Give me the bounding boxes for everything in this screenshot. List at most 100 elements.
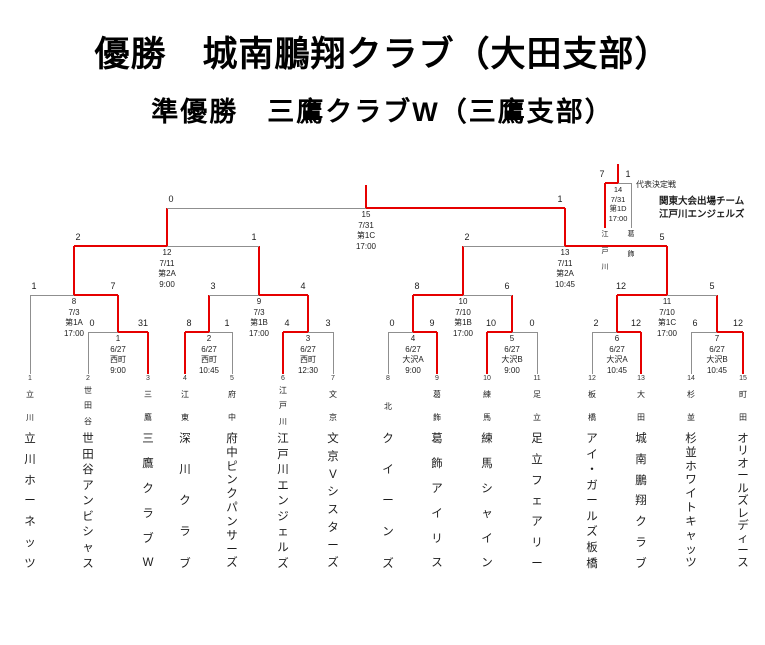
match-12-label-match-number: 12 bbox=[162, 248, 172, 257]
team-15-number: 15 bbox=[739, 375, 747, 382]
team-8-number: 8 bbox=[386, 375, 390, 382]
playoff-label-block-match-number: 14 bbox=[613, 185, 623, 194]
match-15-right-score: 1 bbox=[557, 194, 563, 204]
match-7-label-match-number: 7 bbox=[714, 334, 720, 343]
match-4-right-score: 9 bbox=[429, 318, 435, 328]
match-12-winner-riser bbox=[166, 208, 168, 246]
runner-up-title: 準優勝 三鷹クラブW（三鷹支部） bbox=[151, 97, 614, 127]
match-1-label-match-date: 6/27 bbox=[110, 344, 126, 354]
match-9-label-match-time: 17:00 bbox=[248, 328, 270, 338]
team-12-name: アイ・ガールズ板橋 bbox=[586, 433, 598, 570]
team-11-ward: 足立 bbox=[533, 389, 541, 423]
match-3-left-score: 4 bbox=[284, 318, 290, 328]
playoff-label-block-match-venue: 第1D bbox=[609, 204, 627, 213]
match-5-right-score: 0 bbox=[529, 318, 535, 328]
match-6-bar-right bbox=[617, 331, 641, 333]
team-6-number: 6 bbox=[281, 375, 285, 382]
match-10-label-match-time: 17:00 bbox=[452, 328, 474, 338]
match-9-right-score: 4 bbox=[300, 281, 306, 291]
match-2-label-match-venue: 西町 bbox=[201, 355, 217, 364]
match-6-bar-left bbox=[592, 331, 617, 333]
match-5-label-match-date: 6/27 bbox=[504, 344, 520, 354]
team-13-name: 城南鵬翔クラブ bbox=[635, 433, 647, 570]
match-5-bar-right bbox=[512, 331, 537, 333]
match-8-bar-left bbox=[30, 294, 74, 296]
match-6-right-score: 12 bbox=[630, 318, 642, 328]
match-4-label-match-venue: 大沢A bbox=[402, 355, 424, 364]
match-8-label-match-time: 17:00 bbox=[63, 328, 85, 338]
match-15-bar-left bbox=[167, 207, 366, 209]
match-6-label-match-date: 6/27 bbox=[609, 344, 625, 354]
match-2-bar-right bbox=[209, 331, 232, 333]
match-1-right-score: 31 bbox=[137, 318, 149, 328]
team-6-name: 江戸川エンジェルズ bbox=[277, 433, 289, 570]
match-11-winner-riser bbox=[666, 246, 668, 295]
match-13-right-score: 5 bbox=[659, 232, 665, 242]
match-2-left-score: 8 bbox=[186, 318, 192, 328]
team-7-number: 7 bbox=[331, 375, 335, 382]
team-2-line bbox=[87, 332, 89, 374]
playoff-left-score: 7 bbox=[599, 169, 605, 179]
playoff-bar-right bbox=[618, 182, 631, 184]
team-4-ward: 江東 bbox=[181, 389, 189, 423]
match-3-right-score: 3 bbox=[325, 318, 331, 328]
team-14-line bbox=[690, 332, 692, 374]
team-9-name: 葛飾アイリス bbox=[431, 433, 443, 570]
match-13-bar-right bbox=[565, 245, 667, 247]
team-7-ward: 文京 bbox=[329, 389, 337, 423]
match-4-left-score: 0 bbox=[389, 318, 395, 328]
match-11-label-match-venue: 第1C bbox=[657, 318, 677, 327]
match-13-label-match-number: 13 bbox=[560, 248, 570, 257]
match-4-label-match-date: 6/27 bbox=[405, 344, 421, 354]
match-7-label-match-time: 10:45 bbox=[706, 365, 728, 375]
match-13-winner-riser bbox=[564, 208, 566, 246]
team-15-name: オリオールズレディース bbox=[737, 433, 749, 570]
match-12-left-score: 2 bbox=[75, 232, 81, 242]
match-15-label-match-date: 7/31 bbox=[358, 220, 374, 230]
team-5-line bbox=[231, 332, 233, 374]
match-2-bar-left bbox=[185, 331, 209, 333]
playoff-label-block-match-date: 7/31 bbox=[610, 194, 626, 204]
match-9-left-score: 3 bbox=[210, 281, 216, 291]
team-5-number: 5 bbox=[230, 375, 234, 382]
match-1-winner-riser bbox=[117, 295, 119, 332]
team-4-number: 4 bbox=[183, 375, 187, 382]
match-10-winner-riser bbox=[462, 246, 464, 295]
playoff-left-leg bbox=[604, 183, 606, 228]
match-10-right-score: 6 bbox=[504, 281, 510, 291]
match-12-label-match-venue: 第2A bbox=[158, 269, 176, 278]
team-3-number: 3 bbox=[146, 375, 150, 382]
match-5-winner-riser bbox=[511, 295, 513, 332]
kanto-note-line1: 関東大会出場チーム bbox=[659, 196, 745, 207]
team-10-ward: 練馬 bbox=[483, 389, 491, 423]
match-10-label-match-number: 10 bbox=[458, 297, 468, 306]
team-12-line bbox=[591, 332, 593, 374]
team-7-line bbox=[332, 332, 334, 374]
match-4-winner-riser bbox=[412, 295, 414, 332]
match-13-label-match-venue: 第2A bbox=[556, 269, 574, 278]
team-3-line bbox=[147, 332, 149, 374]
match-10-left-score: 8 bbox=[414, 281, 420, 291]
match-15-left-score: 0 bbox=[168, 194, 174, 204]
match-15-label-match-venue: 第1C bbox=[356, 231, 376, 240]
team-14-number: 14 bbox=[687, 375, 695, 382]
match-5-label-match-time: 9:00 bbox=[504, 365, 520, 375]
match-11-label-match-number: 11 bbox=[662, 297, 672, 306]
match-10-label-match-date: 7/10 bbox=[455, 307, 471, 317]
match-9-bar-right bbox=[259, 294, 308, 296]
match-11-label-match-date: 7/10 bbox=[659, 307, 675, 317]
team-10-number: 10 bbox=[483, 375, 491, 382]
match-9-label-match-venue: 第1B bbox=[250, 318, 268, 327]
match-9-winner-riser bbox=[258, 246, 260, 295]
playoff-winner-riser bbox=[617, 164, 619, 183]
team-10-name: 練馬シャイン bbox=[481, 433, 493, 570]
team-15-line bbox=[742, 332, 744, 374]
